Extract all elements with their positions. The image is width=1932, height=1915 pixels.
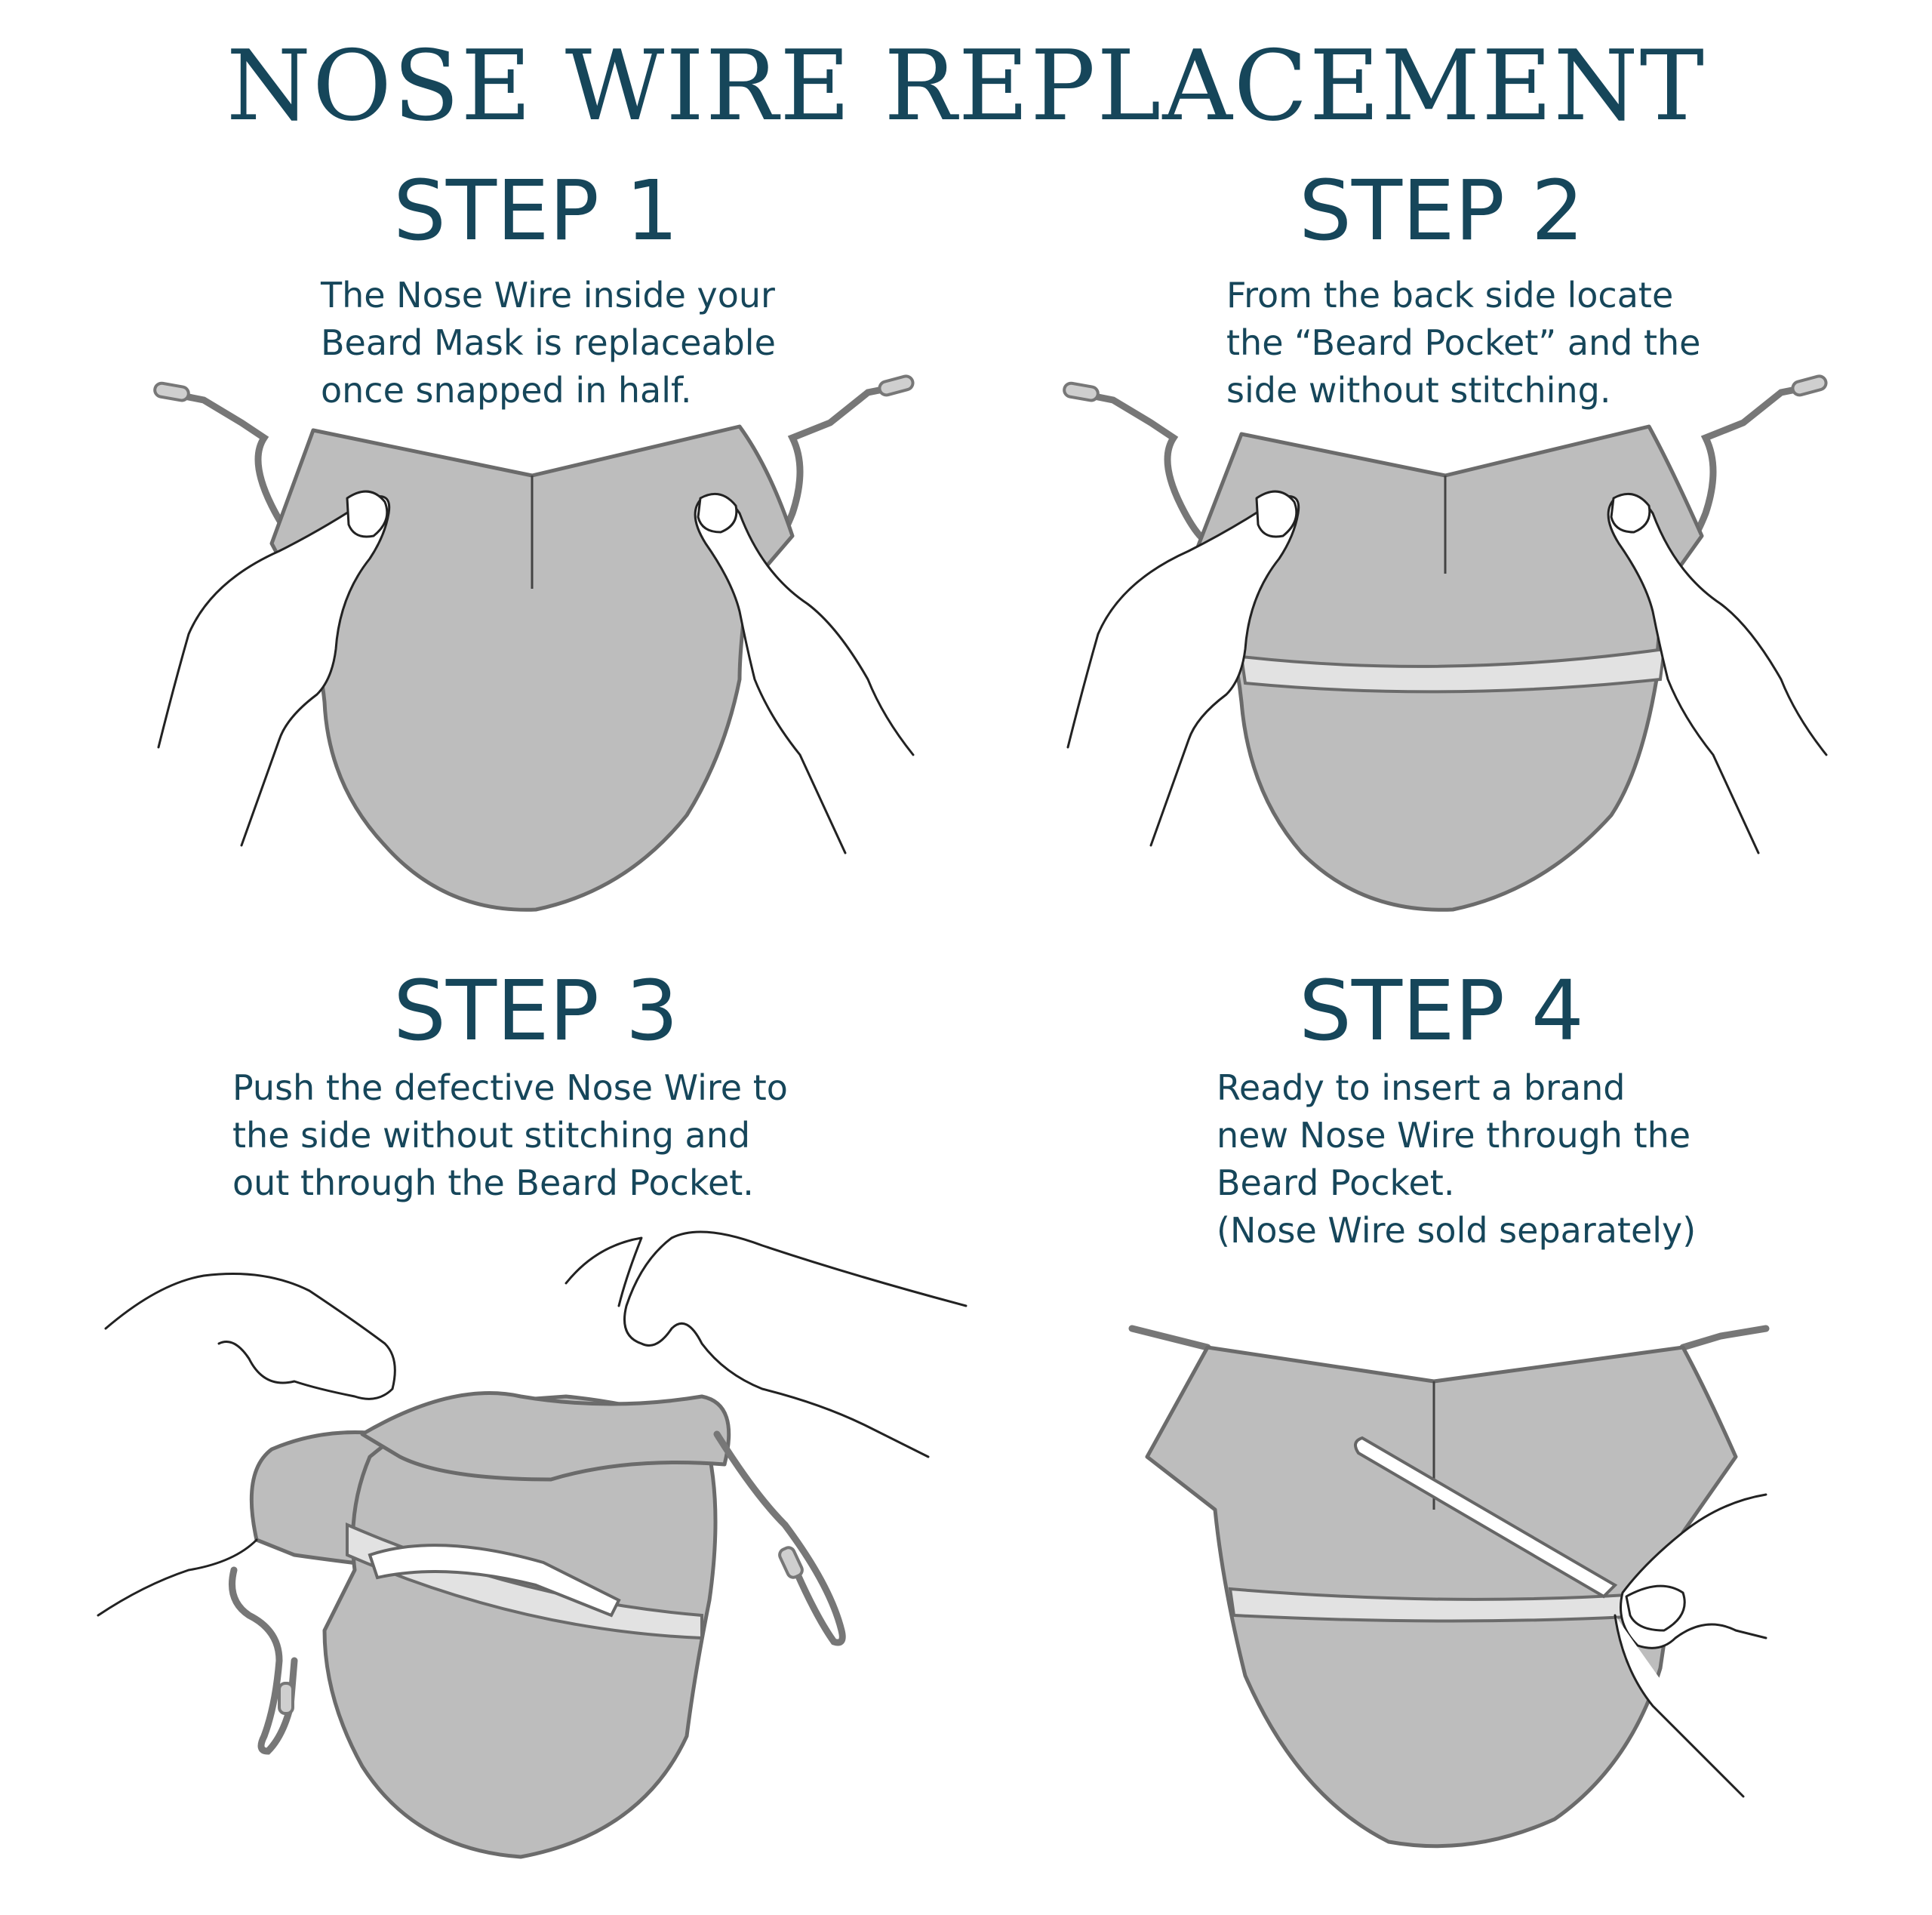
- step-1-text: The Nose Wire inside your Beard Mask is …: [321, 275, 776, 411]
- step-3-illustration: [97, 1230, 968, 1859]
- step-2-heading: STEP 2: [1299, 162, 1584, 259]
- step-3-text: Push the defective Nose Wire to the side…: [232, 1067, 788, 1203]
- step-4-heading: STEP 4: [1299, 962, 1584, 1059]
- step-2-illustration: [1063, 374, 1828, 912]
- step-4-text: Ready to insert a brand new Nose Wire th…: [1217, 1067, 1697, 1251]
- step-3-heading: STEP 3: [393, 962, 678, 1059]
- step-2-text: From the back side locate the “Beard Poc…: [1226, 275, 1701, 411]
- page-title: NOSE WIRE REPLACEMENT: [226, 30, 1706, 143]
- step-1-heading: STEP 1: [393, 162, 678, 259]
- step-1-illustration: [153, 374, 915, 912]
- step-4-illustration: [1128, 1325, 1770, 1849]
